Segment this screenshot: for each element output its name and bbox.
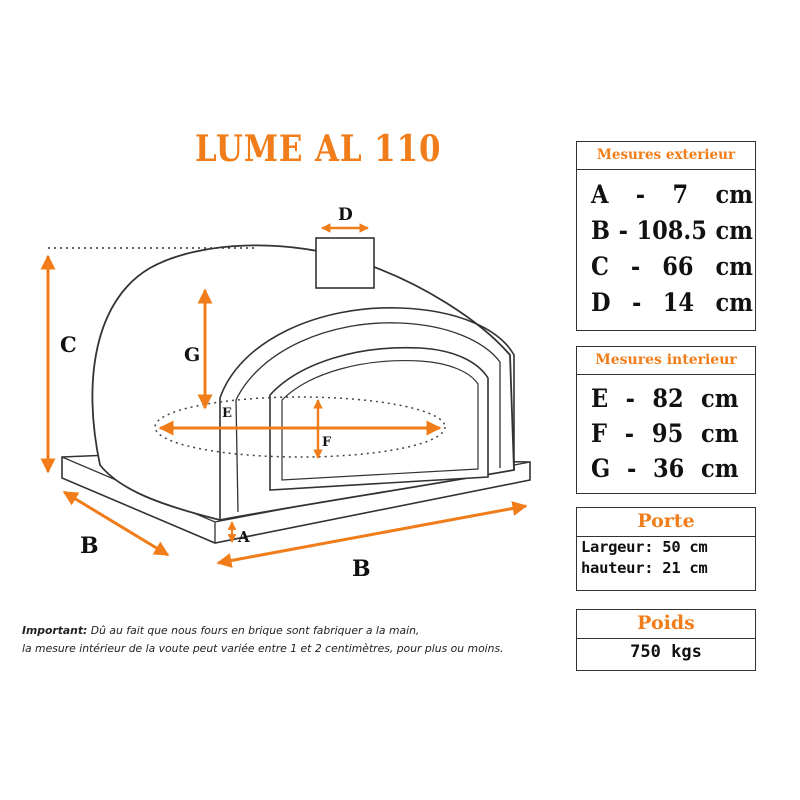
oven-front-arch-outer [219,307,515,520]
interior-sep: - [625,384,635,413]
exterior-value: 7 [672,179,689,209]
interior-value: 95 [651,419,684,448]
dimension-arrow-b-left [62,490,170,557]
interior-unit: cm [701,419,739,448]
product-title: LUME AL 110 [195,128,442,170]
exterior-row-d: D-14 cm [591,284,753,320]
exterior-value: 14 [662,287,695,317]
exterior-value: 108.5 [636,215,707,245]
exterior-unit: cm [715,287,753,317]
interior-floor-ellipse [154,396,446,458]
interior-sep: - [624,419,635,448]
weight-value: 750 kgs [630,642,702,662]
exterior-letter: A [591,179,609,209]
door-height: hauteur: 21 cm [581,559,708,577]
exterior-letter: C [591,251,609,281]
interior-row-g: G-36 cm [591,451,739,486]
interior-sep: - [626,454,637,483]
exterior-row-b: B-108.5 cm [591,212,753,248]
exterior-header: Mesures exterieur [577,142,755,170]
interior-letter: G [591,454,611,483]
interior-row-e: E-82 cm [591,381,739,416]
label-e: E [222,406,232,421]
door-width: Largeur: 50 cm [581,538,708,556]
exterior-sep: - [635,179,646,209]
label-b-left: B [80,533,99,559]
oven-door-outer [269,346,489,491]
interior-unit: cm [701,454,739,483]
interior-row-f: F-95 cm [591,416,739,451]
interior-letter: E [591,384,609,413]
note-line-1: Dû au fait que nous fours en brique sont… [87,624,420,637]
interior-header: Mesures interieur [577,347,755,375]
exterior-letter: D [591,287,611,317]
label-g: G [184,344,200,366]
exterior-unit: cm [715,179,753,209]
exterior-sep: - [631,287,642,317]
label-d: D [338,205,353,225]
note-line-2: la mesure intérieur de la voute peut var… [22,642,504,655]
weight-box: Poids 750 kgs [576,609,756,671]
interior-unit: cm [701,384,739,413]
exterior-sep: - [630,251,641,281]
oven-chimney [315,237,375,289]
exterior-row-c: C-66 cm [591,248,753,284]
label-b-front: B [352,556,371,582]
interior-value: 36 [653,454,685,483]
exterior-sep: - [618,215,628,245]
interior-value: 82 [652,384,684,413]
door-dimensions-box: Porte Largeur: 50 cm hauteur: 21 cm [576,507,756,591]
oven-door-inner [281,360,479,481]
note-label: Important: [22,624,88,637]
exterior-letter: B [591,215,611,245]
exterior-value: 66 [662,251,694,281]
dimension-arrow-b-front [216,501,528,568]
weight-header: Poids [577,610,755,639]
exterior-row-a: A-7 cm [591,176,753,212]
door-header: Porte [577,508,755,537]
label-a: A [237,528,250,546]
interior-letter: F [591,419,607,448]
label-c: C [60,332,77,357]
oven-front-arch-mid [235,322,501,513]
label-f: F [322,435,332,450]
exterior-unit: cm [715,215,753,245]
important-note: Important: Dû au fait que nous fours en … [22,622,572,658]
exterior-unit: cm [715,251,753,281]
